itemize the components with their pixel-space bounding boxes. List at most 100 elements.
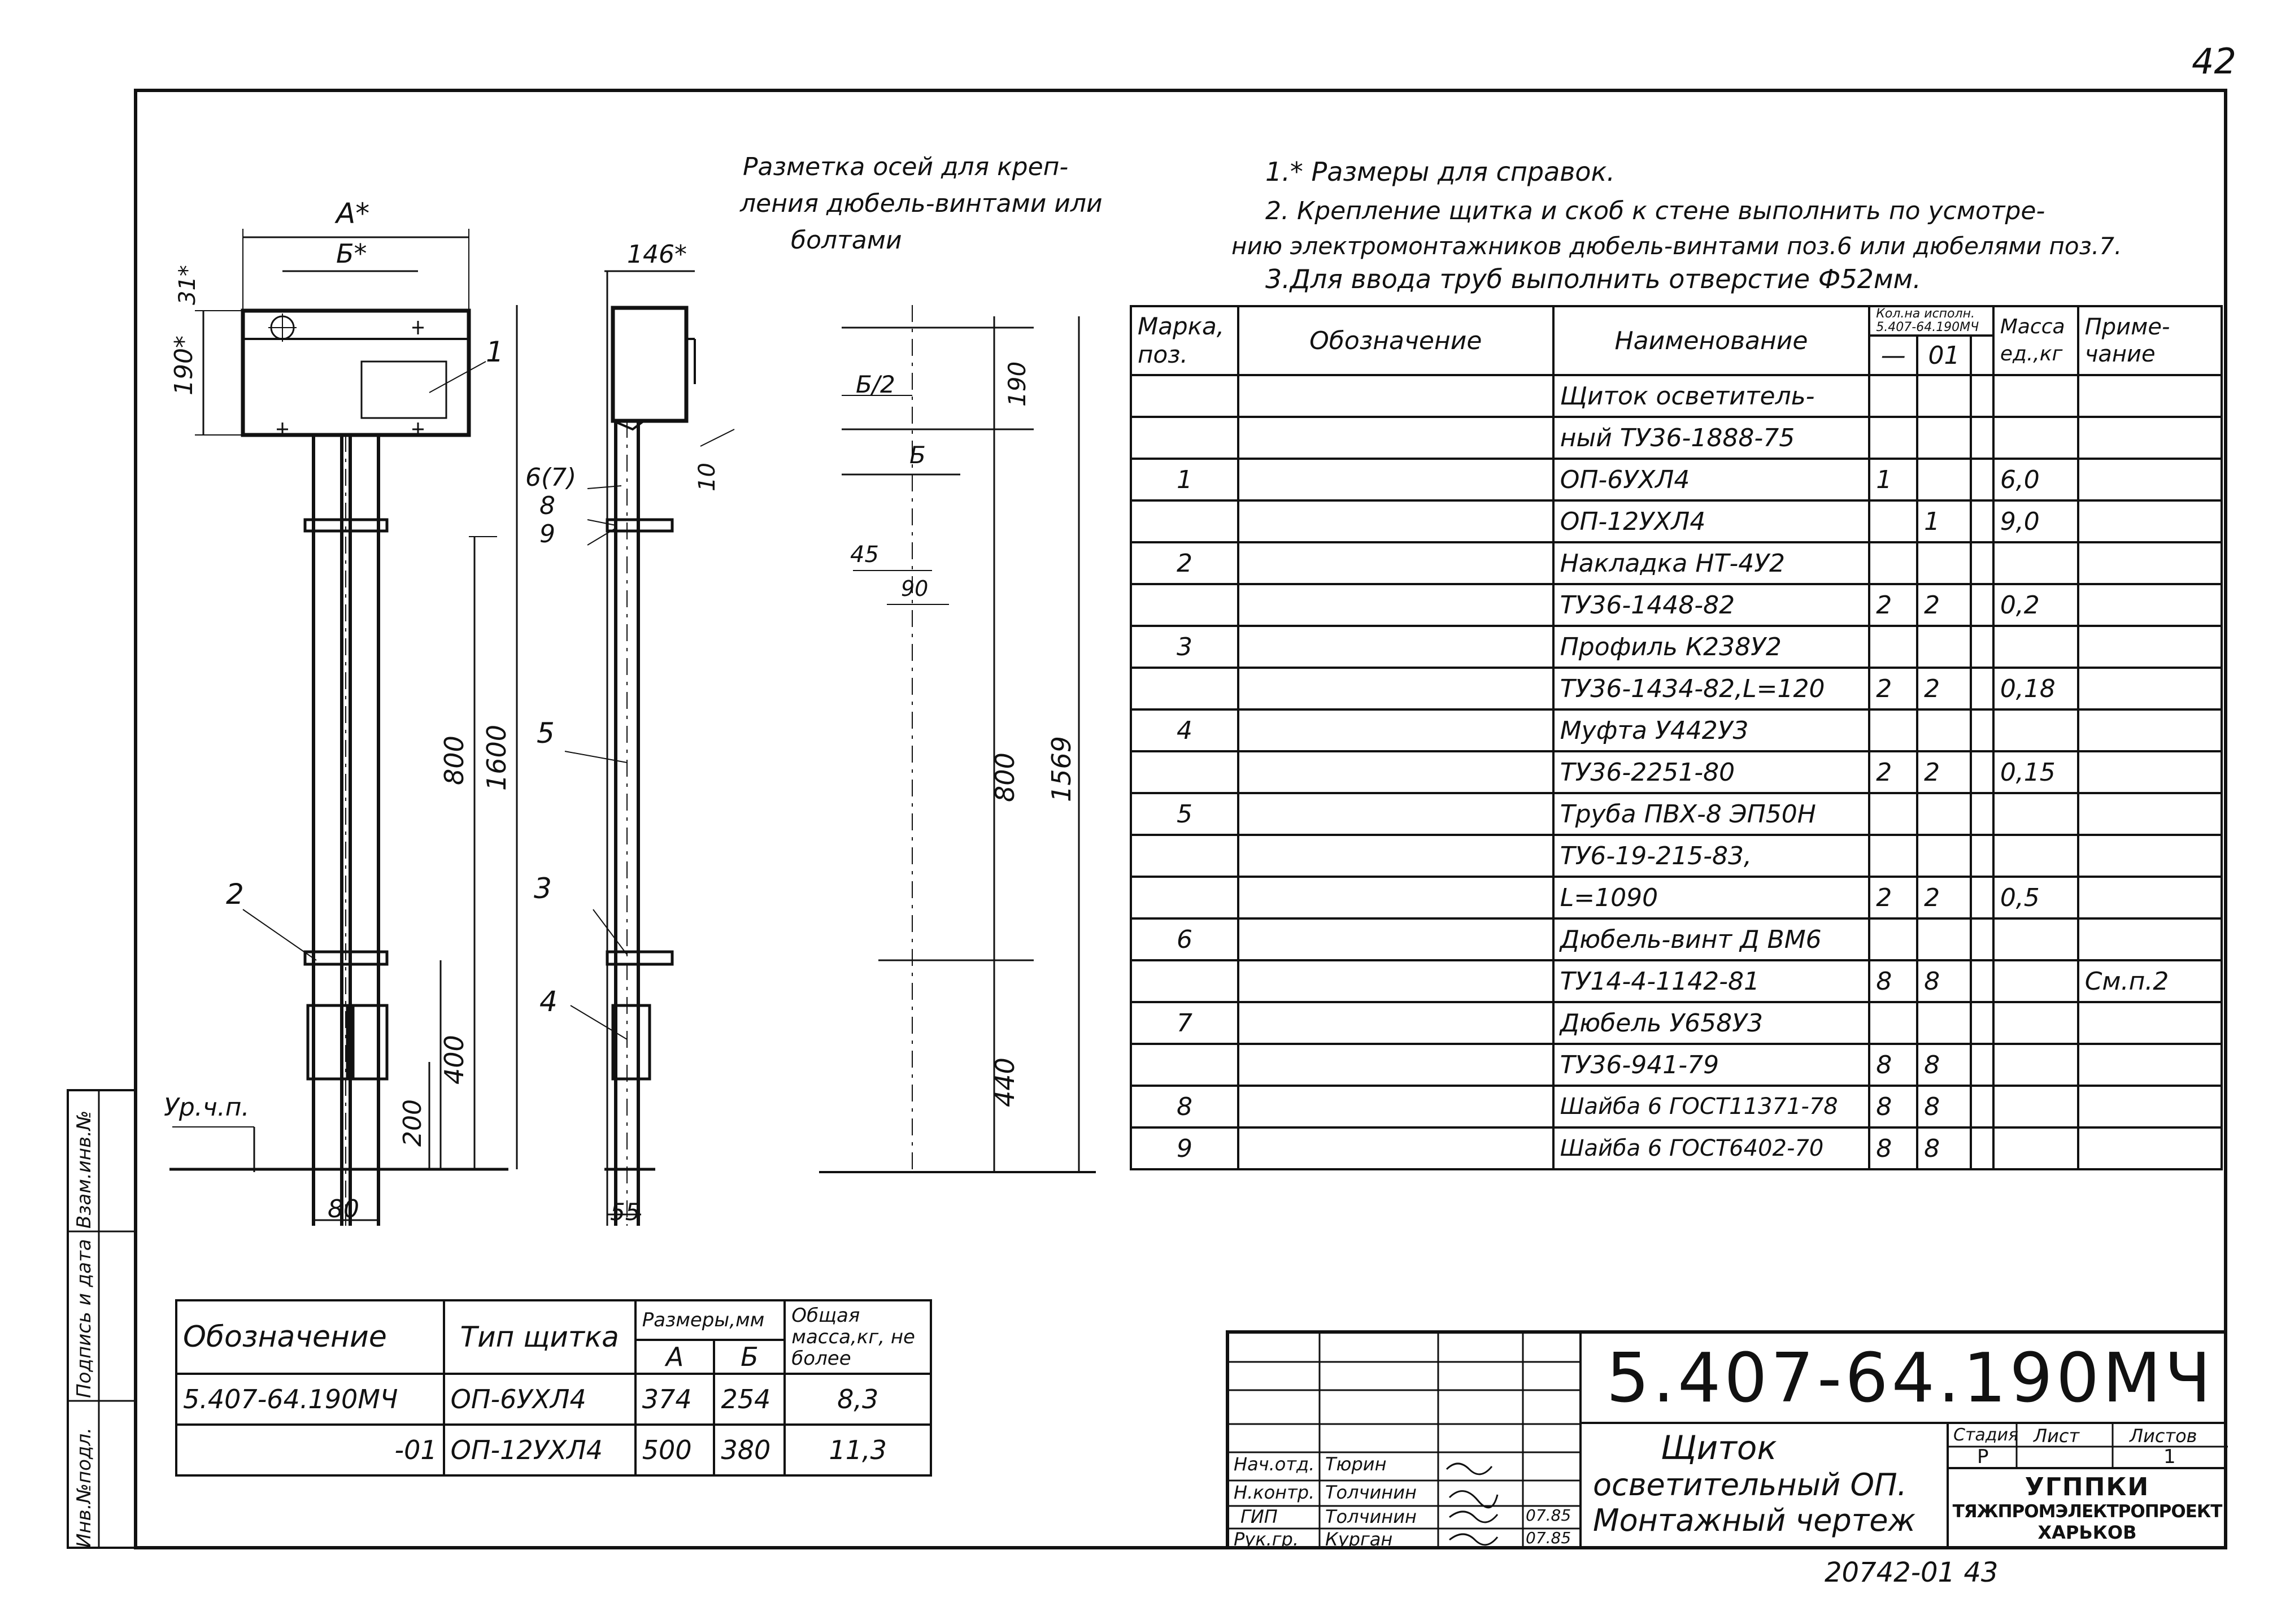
variants-table: Обозначение Тип щитка Размеры,мм Общая м… xyxy=(175,1299,932,1477)
dim-31: 31* xyxy=(175,265,201,305)
dim-200: 200 xyxy=(398,1099,427,1147)
callout-3: 3 xyxy=(534,872,552,905)
marking-title-1: Разметка осей для креп- xyxy=(743,153,1068,181)
specification-table: Марка, поз. Обозначение Наименование Кол… xyxy=(1130,305,2223,1170)
dim-B: Б* xyxy=(336,238,367,269)
header-kol-a: — xyxy=(1868,334,1919,376)
dim-55: 55 xyxy=(610,1198,640,1226)
org-line-2: ТЯЖПРОМЭЛЕКТРОПРОЕКТ xyxy=(1952,1501,2223,1522)
table-row: Щиток осветитель- xyxy=(1130,374,2223,418)
document-name-3: Монтажный чертеж xyxy=(1593,1503,1916,1538)
callout-9: 9 xyxy=(539,520,555,548)
header-prim: Приме- чание xyxy=(2076,305,2223,376)
marking-190: 190 xyxy=(1003,362,1031,407)
stamp-number: 20742-01 43 xyxy=(1825,1557,1998,1588)
page-number: 42 xyxy=(2192,41,2236,82)
marking-440: 440 xyxy=(990,1057,1020,1107)
variants-header-a: А xyxy=(634,1339,716,1375)
variants-header-oboz: Обозначение xyxy=(175,1299,445,1375)
side-view xyxy=(564,270,735,1226)
variants-header-mass: Общая масса,кг, не более xyxy=(783,1299,932,1375)
front-view xyxy=(169,229,518,1226)
org-line-3: ХАРЬКОВ xyxy=(2037,1522,2137,1543)
note-2a: 2. Крепление щитка и скоб к стене выполн… xyxy=(1265,197,2045,225)
list-header: Лист xyxy=(2034,1425,2080,1447)
marking-800: 800 xyxy=(990,752,1020,802)
callout-8: 8 xyxy=(539,491,555,520)
table-row: 5 Труба ПВХ-8 ЭП50Н xyxy=(1130,792,2223,836)
dim-146: 146* xyxy=(627,240,687,269)
role-2: ГИП xyxy=(1240,1506,1278,1527)
side-vzam-label: Взам.инв.№ xyxy=(73,1111,95,1229)
marking-45: 45 xyxy=(850,542,879,568)
callout-2: 2 xyxy=(226,878,244,911)
person-3: Курган xyxy=(1325,1529,1393,1550)
stadia-value: Р xyxy=(1977,1446,1989,1468)
dim-190: 190* xyxy=(169,336,198,395)
header-naimenovanie: Наименование xyxy=(1552,305,1871,376)
header-massa: Масса ед.,кг xyxy=(1992,305,2079,376)
table-row: 3 Профиль К238У2 xyxy=(1130,625,2223,669)
table-row: 5.407-64.190МЧ ОП-6УХЛ4 374 254 8,3 xyxy=(175,1373,932,1426)
document-name-1: Щиток xyxy=(1661,1429,1777,1467)
table-row: ТУ6-19-215-83, xyxy=(1130,834,2223,878)
sheet-frame xyxy=(134,89,2227,1549)
floor-level-label: Ур.ч.п. xyxy=(164,1093,249,1122)
table-row: -01 ОП-12УХЛ4 500 380 11,3 xyxy=(175,1423,932,1477)
date-2: 07.85 xyxy=(1526,1506,1571,1525)
table-row: 6 Дюбель-винт Д ВМ6 xyxy=(1130,917,2223,961)
signature-grid: Нач.отд. Тюрин Н.контр. Толчинин ГИП Тол… xyxy=(1229,1334,1579,1550)
title-block: Нач.отд. Тюрин Н.контр. Толчинин ГИП Тол… xyxy=(1226,1330,2228,1550)
role-1: Н.контр. xyxy=(1234,1482,1315,1503)
dim-10: 10 xyxy=(694,463,720,491)
dim-A: А* xyxy=(334,197,369,230)
note-3: 3.Для ввода труб выполнить отверстие Ф52… xyxy=(1265,264,1921,294)
stadia-header: Стадия xyxy=(1953,1425,2019,1445)
side-strip xyxy=(67,1089,137,1549)
header-kol-b: 01 xyxy=(1916,334,1972,376)
note-2b: нию электромонтажников дюбель-винтами по… xyxy=(1231,232,2122,260)
header-oboznachenie: Обозначение xyxy=(1237,305,1555,376)
org-line-1: УГППКИ xyxy=(2025,1473,2150,1501)
date-3: 07.85 xyxy=(1526,1529,1571,1547)
table-row: 7 Дюбель У658У3 xyxy=(1130,1001,2223,1045)
side-inv-label: Инв.№подл. xyxy=(73,1427,95,1548)
document-name-2: осветительный ОП. xyxy=(1593,1467,1907,1503)
person-0: Тюрин xyxy=(1325,1453,1387,1475)
see-note: См.п.2 xyxy=(2076,959,2223,1003)
marking-90: 90 xyxy=(901,576,928,601)
callout-4: 4 xyxy=(539,985,558,1018)
variants-header-razm: Размеры,мм xyxy=(634,1299,786,1341)
variants-header-b: Б xyxy=(713,1339,786,1375)
marking-b: Б xyxy=(909,441,926,469)
table-row: ный ТУ36-1888-75 xyxy=(1130,416,2223,460)
header-marka: Марка, поз. xyxy=(1130,305,1239,376)
role-3: Рук.гр. xyxy=(1234,1529,1299,1550)
dim-800: 800 xyxy=(439,735,469,785)
callout-6-7: 6(7) xyxy=(525,463,576,492)
marking-title-3: болтами xyxy=(791,226,902,255)
table-row: 4 Муфта У442У3 xyxy=(1130,708,2223,752)
callout-5: 5 xyxy=(537,717,555,750)
stage-grid: Стадия Лист Листов Р 1 xyxy=(1947,1424,2228,1469)
organization: УГППКИ ТЯЖПРОМЭЛЕКТРОПРОЕКТ ХАРЬКОВ xyxy=(1947,1469,2226,1548)
dim-400: 400 xyxy=(439,1035,469,1085)
document-code: 5.407-64.190МЧ xyxy=(1579,1334,2226,1424)
header-kol: Кол.на исполн. 5.407-64.190МЧ xyxy=(1868,305,1995,337)
listov-header: Листов xyxy=(2130,1425,2197,1447)
marking-view xyxy=(819,305,1096,1175)
callout-1: 1 xyxy=(486,336,504,368)
listov-value: 1 xyxy=(2163,1446,2176,1468)
note-1: 1.* Размеры для справок. xyxy=(1265,156,1615,187)
dim-1600: 1600 xyxy=(481,725,512,791)
